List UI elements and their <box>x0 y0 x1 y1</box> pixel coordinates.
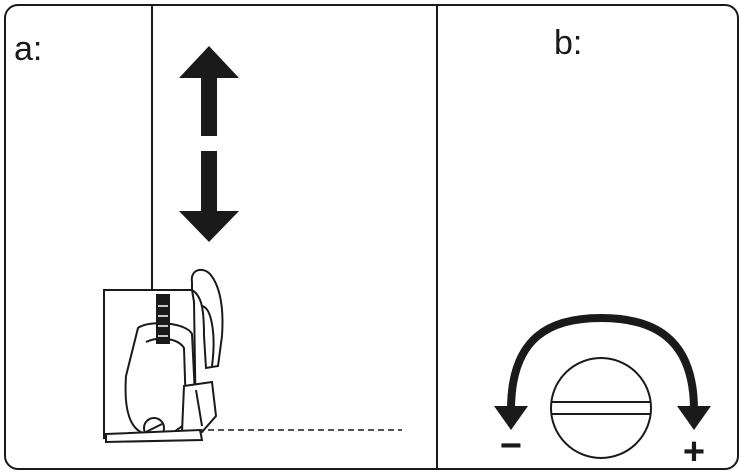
panel-b-label: b: <box>554 24 583 62</box>
down-arrow-icon <box>179 151 239 242</box>
diagram-artwork: − + <box>103 6 711 470</box>
presser-foot-icon <box>103 268 224 444</box>
up-arrow-icon <box>179 46 239 136</box>
panel-a-label: a: <box>14 30 43 68</box>
diagram-frame: a: b: <box>4 4 739 470</box>
minus-sign: − <box>500 425 522 467</box>
plus-sign: + <box>683 431 705 470</box>
adjustment-screw-icon <box>550 357 652 459</box>
rotation-arrow-icon <box>494 313 711 430</box>
panel-divider <box>436 6 438 468</box>
